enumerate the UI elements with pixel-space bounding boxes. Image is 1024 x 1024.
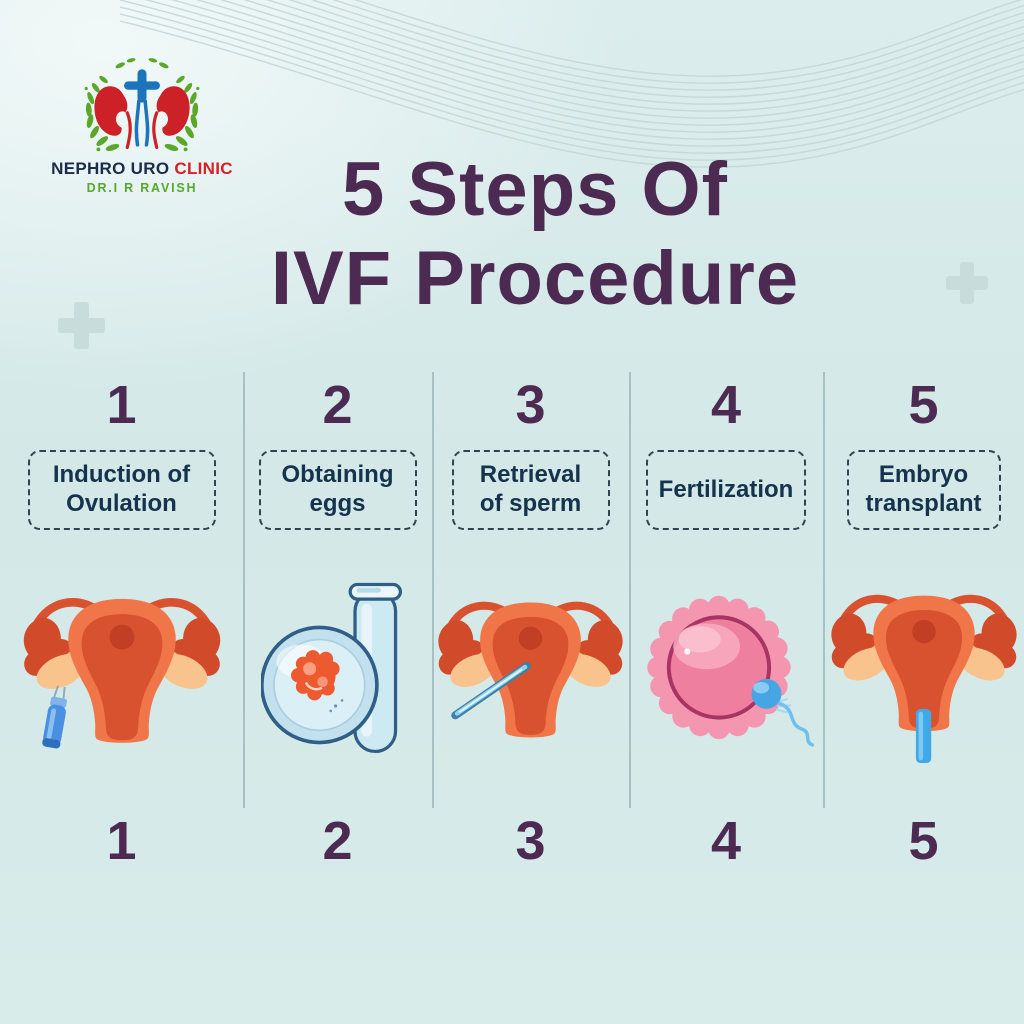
step-label-line: eggs xyxy=(309,490,366,517)
petri-dish-test-tube-icon xyxy=(260,582,402,753)
doctor-name: DR.I R RAVISH xyxy=(86,181,198,195)
step-label-line: of sperm xyxy=(479,490,582,517)
uterus-ovulation-syringe-icon xyxy=(17,576,227,749)
uterus-retrieval-needle-icon xyxy=(432,581,629,760)
page-title: 5 Steps Of IVF Procedure xyxy=(150,146,920,324)
clinic-name-accent: CLINIC xyxy=(174,159,233,178)
clinic-name: NEPHRO URO CLINIC xyxy=(50,159,234,179)
column-divider xyxy=(629,372,631,808)
step-label-box: Embryo transplant xyxy=(846,450,1001,530)
step-label-line: Ovulation xyxy=(66,490,177,517)
step-label-box: Retrieval of sperm xyxy=(451,450,610,530)
step-column-2: 2 Obtaining eggs xyxy=(243,372,432,877)
step-number-bottom: 4 xyxy=(710,811,742,871)
egg-sperm-fertilization-icon xyxy=(647,595,814,747)
page-title-line2: IVF Procedure xyxy=(270,235,800,321)
kidney-logo-icon xyxy=(84,57,200,153)
clinic-logo: NEPHRO URO CLINIC DR.I R RAVISH xyxy=(50,50,234,195)
step-number-top: 5 xyxy=(908,375,939,435)
uterus-embryo-catheter-icon xyxy=(825,574,1023,764)
step-label-line: transplant xyxy=(865,490,982,517)
step-label-line: Fertilization xyxy=(658,475,794,503)
step-label-line: Induction of xyxy=(52,461,191,489)
step-number-bottom: 5 xyxy=(908,811,939,871)
step-label-box: Obtaining eggs xyxy=(258,450,417,530)
column-divider xyxy=(243,372,245,808)
column-divider xyxy=(432,372,434,808)
step-column-3: 3 Retrieval of sperm 3 xyxy=(432,372,629,877)
step-label-line: Retrieval xyxy=(479,461,582,489)
step-label-line: Embryo xyxy=(878,461,969,489)
step-column-4: 4 Fertilization 4 xyxy=(629,372,823,877)
step-column-5: 5 Embryo transplant 5 xyxy=(823,372,1024,877)
plus-decoration-icon xyxy=(946,262,988,304)
step-label-box: Fertilization xyxy=(646,450,806,530)
step-number-top: 1 xyxy=(106,375,137,435)
step-number-bottom: 1 xyxy=(106,811,137,871)
step-number-top: 4 xyxy=(710,375,742,435)
step-label-line: Obtaining xyxy=(281,461,394,489)
column-divider xyxy=(823,372,825,808)
page-title-line1: 5 Steps Of xyxy=(342,147,728,232)
step-column-1: 1 Induction of Ovulation 1 xyxy=(0,372,243,877)
plus-decoration-icon xyxy=(58,302,105,349)
clinic-name-primary: NEPHRO URO xyxy=(51,159,175,178)
step-number-bottom: 2 xyxy=(322,811,353,871)
step-number-top: 2 xyxy=(322,375,353,435)
step-label-box: Induction of Ovulation xyxy=(27,450,216,530)
step-number-bottom: 3 xyxy=(515,811,546,871)
step-number-top: 3 xyxy=(515,375,546,435)
